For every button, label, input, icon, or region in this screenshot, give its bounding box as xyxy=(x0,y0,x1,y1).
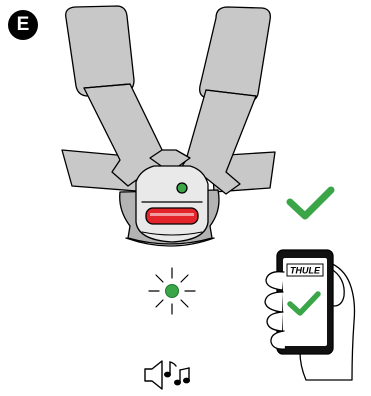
checkmark-icon xyxy=(290,190,331,216)
music-note-icon xyxy=(165,362,190,385)
brand-logo-text: THULE xyxy=(290,266,321,276)
speaker-icon xyxy=(145,361,162,389)
harness-illustration xyxy=(62,6,275,246)
finger-3 xyxy=(267,312,283,331)
right-shoulder-pad xyxy=(200,7,271,102)
buckle-led-icon xyxy=(177,183,187,193)
left-shoulder-pad xyxy=(66,6,134,96)
speaker-music-icon xyxy=(145,361,189,389)
buckle-body xyxy=(136,166,208,242)
finger-2 xyxy=(265,292,283,312)
finger-1 xyxy=(266,272,284,290)
finger-4 xyxy=(271,331,285,349)
led-light-icon xyxy=(149,268,195,314)
